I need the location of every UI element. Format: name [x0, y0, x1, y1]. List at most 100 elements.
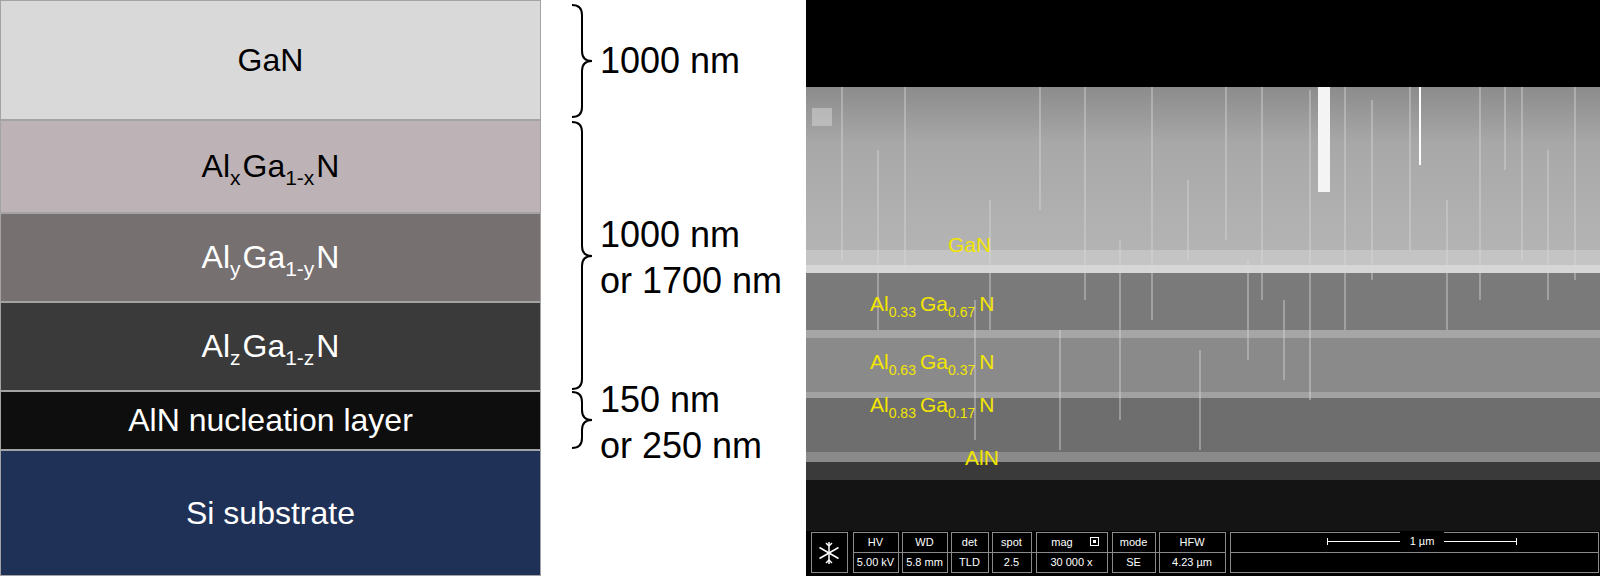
- layer-label-box: GaN: [948, 232, 991, 258]
- subscript: y: [230, 257, 241, 280]
- info-bar-text-box: 2.5: [992, 553, 1031, 571]
- info-bar-text: 1 µm: [1410, 535, 1435, 547]
- info-bar-text-box: mag: [1036, 533, 1088, 551]
- layer-name: AlxGa1-xN: [202, 148, 340, 185]
- element-symbol: Ga: [920, 292, 948, 315]
- subscript: 0.63: [889, 362, 916, 378]
- element-symbol: Ga: [920, 393, 948, 416]
- wrap-spacer: [755, 212, 800, 258]
- thickness-label: 1000 nm or 1700 nm: [600, 214, 782, 301]
- subscript: 0.17: [948, 405, 975, 421]
- layer-name: Si substrate: [186, 495, 355, 532]
- mag-icon: [1091, 538, 1099, 546]
- wrap-spacer: [755, 377, 800, 423]
- layer-label-box: AlN: [965, 445, 999, 471]
- subscript: 0.37: [948, 362, 975, 378]
- info-bar-text-box: spot: [992, 533, 1031, 551]
- element-symbol: N: [316, 148, 339, 184]
- wrap-spacer: [755, 38, 800, 84]
- info-bar-text-box: 5.00 kV: [853, 553, 898, 571]
- element-symbol: N: [979, 393, 994, 416]
- info-bar-text: mode: [1120, 536, 1148, 548]
- element-symbol: Ga: [242, 148, 285, 184]
- element-symbol: N: [316, 328, 339, 364]
- info-bar-text-box: TLD: [951, 553, 988, 571]
- layer-name: AlzGa1-zN: [202, 328, 340, 365]
- brace: [572, 392, 592, 448]
- subscript: 1-y: [285, 257, 314, 280]
- info-bar-text-box: mode: [1112, 533, 1155, 551]
- thickness-label-box: 1000 nm or 1700 nm: [600, 212, 800, 304]
- info-bar-text: 4.23 µm: [1172, 556, 1212, 568]
- element-symbol: Al: [870, 350, 889, 373]
- info-bar-text: 5.00 kV: [857, 556, 894, 568]
- subscript: 1-z: [285, 346, 314, 369]
- layer-band: AlzGa1-zN: [0, 302, 541, 391]
- info-bar-text: WD: [915, 536, 933, 548]
- info-bar-text: HV: [868, 536, 883, 548]
- layer-label: Al0.33Ga0.67N: [870, 292, 994, 315]
- brace: [572, 5, 592, 117]
- layer-label-box: Al0.63Ga0.37N: [870, 349, 994, 377]
- thickness-label: 1000 nm: [600, 40, 740, 81]
- element-symbol: Al: [870, 292, 889, 315]
- layer-label: GaN: [948, 233, 991, 256]
- info-bar-text-box: SE: [1112, 553, 1155, 571]
- element-symbol: Ga: [242, 328, 285, 364]
- element-symbol: Al: [202, 239, 230, 275]
- layer-label: Al0.63Ga0.37N: [870, 350, 994, 373]
- element-symbol: Al: [202, 148, 230, 184]
- sem-image: [806, 0, 1600, 531]
- info-bar-text-box: 30 000 x: [1036, 553, 1107, 571]
- thickness-label-box: 1000 nm: [600, 38, 800, 84]
- subscript: 0.33: [889, 304, 916, 320]
- element-symbol: Al: [202, 328, 230, 364]
- info-bar-text: mag: [1051, 536, 1072, 548]
- info-bar-text: SE: [1126, 556, 1141, 568]
- layer-band: AlN nucleation layer: [0, 391, 541, 450]
- layer-band: AlyGa1-yN: [0, 213, 541, 302]
- info-bar-text-box: 4.23 µm: [1159, 553, 1225, 571]
- info-bar-text: 5.8 mm: [906, 556, 943, 568]
- element-symbol: Al: [870, 393, 889, 416]
- snowflake-icon: [820, 542, 839, 564]
- element-symbol: Ga: [920, 350, 948, 373]
- sem-info-bar: [806, 531, 1600, 576]
- layer-label: Al0.83Ga0.17N: [870, 393, 994, 416]
- layer-name: AlyGa1-yN: [202, 239, 340, 276]
- info-bar-text-box: WD: [902, 533, 947, 551]
- layer-label-box: Al0.33Ga0.67N: [870, 291, 994, 319]
- info-bar-text-box: HV: [853, 533, 898, 551]
- brace: [572, 122, 592, 389]
- subscript: x: [230, 166, 241, 189]
- element-symbol: N: [979, 350, 994, 373]
- layer-name: GaN: [238, 42, 304, 79]
- element-symbol: N: [316, 239, 339, 275]
- layer-band: Si substrate: [0, 450, 541, 576]
- info-bar-text-box: HFW: [1159, 533, 1225, 551]
- subscript: z: [230, 346, 241, 369]
- element-symbol: N: [979, 292, 994, 315]
- layer-band: GaN: [0, 0, 541, 120]
- info-bar-text: HFW: [1179, 536, 1204, 548]
- layer-label-box: Al0.83Ga0.17N: [870, 392, 994, 420]
- thickness-label: 150 nm or 250 nm: [600, 379, 762, 466]
- info-bar-text-box: 5.8 mm: [902, 553, 947, 571]
- thickness-braces: [572, 5, 592, 448]
- info-bar-text-box: 1 µm: [1400, 532, 1444, 550]
- subscript: 1-x: [285, 166, 314, 189]
- info-bar-text: 2.5: [1004, 556, 1019, 568]
- info-bar-text: det: [962, 536, 977, 548]
- layer-name: AlN nucleation layer: [128, 402, 413, 439]
- info-bar-text: spot: [1001, 536, 1022, 548]
- info-bar-text: TLD: [959, 556, 980, 568]
- thickness-label-box: 150 nm or 250 nm: [600, 377, 800, 469]
- subscript: 0.67: [948, 304, 975, 320]
- layer-band: AlxGa1-xN: [0, 120, 541, 213]
- layer-stack: GaNAlxGa1-xNAlyGa1-yNAlzGa1-zNAlN nuclea…: [0, 0, 541, 576]
- info-bar-text-box: det: [951, 533, 988, 551]
- element-symbol: Ga: [242, 239, 285, 275]
- subscript: 0.83: [889, 405, 916, 421]
- info-bar-text: 30 000 x: [1050, 556, 1092, 568]
